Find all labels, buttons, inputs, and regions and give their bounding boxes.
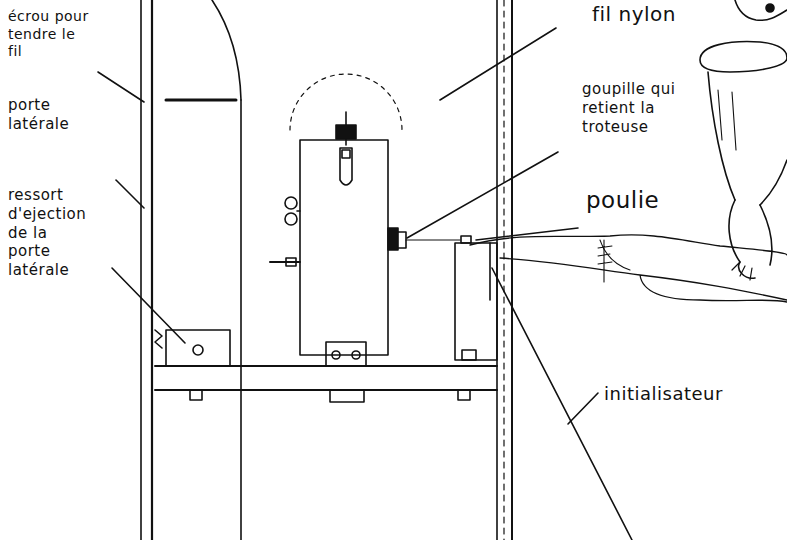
mechanism (388, 228, 398, 250)
bolt (352, 351, 360, 359)
spring-box (166, 330, 230, 366)
top-bar (166, 99, 236, 102)
splash-detail (598, 240, 612, 282)
mechanism (398, 232, 406, 248)
bolt (462, 350, 476, 360)
winding-key (297, 210, 300, 212)
bolt (193, 345, 203, 355)
leader-line (476, 228, 578, 240)
shelf (155, 389, 497, 391)
callout-label: fil nylon (592, 2, 732, 27)
initializer-block (455, 243, 497, 360)
nylon-wire (406, 239, 460, 240)
initializer-detail (489, 243, 491, 300)
leader-line (112, 268, 185, 343)
spring (155, 330, 162, 348)
pot-detail (718, 90, 736, 150)
bracket (190, 390, 202, 400)
key-slot (340, 148, 352, 185)
bolt (332, 351, 340, 359)
winding-key (285, 197, 297, 209)
leader-line (98, 72, 144, 102)
compartment-arc (212, 0, 241, 100)
callout-label: porte latérale (8, 96, 92, 134)
clock-base (326, 342, 366, 366)
creature-claw (732, 262, 752, 280)
door-edge (151, 0, 153, 540)
compartment-wall (240, 100, 242, 540)
callout-label: goupille qui retient la troteuse (582, 80, 700, 136)
panel-hatch (503, 0, 504, 540)
creature-eye (766, 4, 774, 12)
leader-line (116, 180, 144, 208)
bracket (330, 390, 364, 402)
panel-edge (511, 0, 513, 540)
key-detail (342, 150, 350, 158)
pot-rim (700, 42, 787, 72)
pot-body (708, 72, 787, 205)
winding-key (285, 213, 297, 225)
leader-line (568, 393, 598, 424)
leader-line (440, 28, 556, 100)
bracket (458, 390, 470, 400)
clock-box (300, 140, 388, 355)
callout-label: poulie (586, 186, 706, 215)
creature-head (735, 0, 787, 20)
door-edge (140, 0, 142, 540)
pin-nut (336, 125, 356, 139)
pulley (461, 236, 471, 243)
leader-line (407, 152, 558, 238)
callout-label: ressort d'ejection de la porte latérale (8, 186, 82, 280)
callout-label: initialisateur (604, 383, 784, 406)
pin-nut (286, 258, 296, 266)
callout-label: écrou pour tendre le fil (8, 8, 92, 61)
